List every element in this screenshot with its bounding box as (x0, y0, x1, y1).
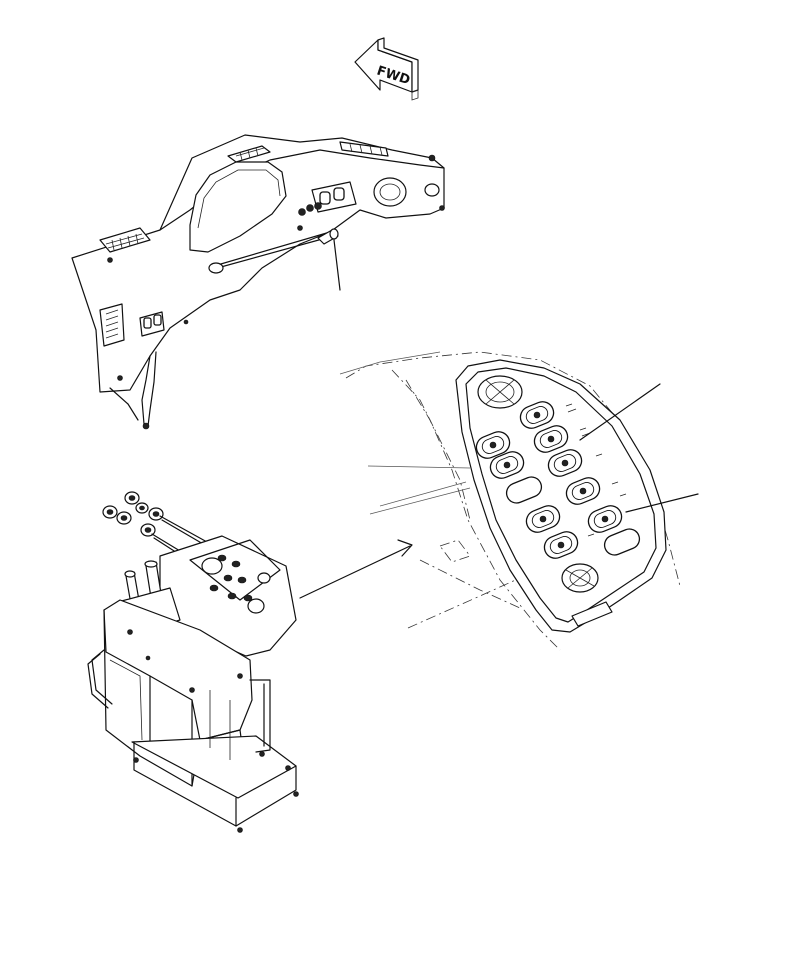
connector-group (102, 491, 237, 579)
switch-panel-detail (339, 351, 699, 651)
panel-switches (475, 401, 641, 559)
panel-switch (547, 449, 583, 477)
panel-blank-plate (603, 528, 641, 556)
panel-switch (543, 531, 579, 559)
console-switches (201, 554, 271, 614)
fwd-arrow-icon (354, 37, 419, 101)
panel-switch (519, 401, 555, 429)
panel-switch (475, 431, 511, 459)
detail-pointer-arrow (299, 539, 413, 599)
panel-switch (533, 425, 569, 453)
panel-switch (489, 451, 525, 479)
panel-switch (587, 505, 623, 533)
panel-switch (565, 477, 601, 505)
panel-switch (525, 505, 561, 533)
fwd-direction-arrow: FWD (354, 37, 419, 101)
panel-blank-plate (505, 476, 543, 504)
dashboard-panel-assembly (71, 134, 445, 430)
control-console-assembly (87, 491, 299, 833)
